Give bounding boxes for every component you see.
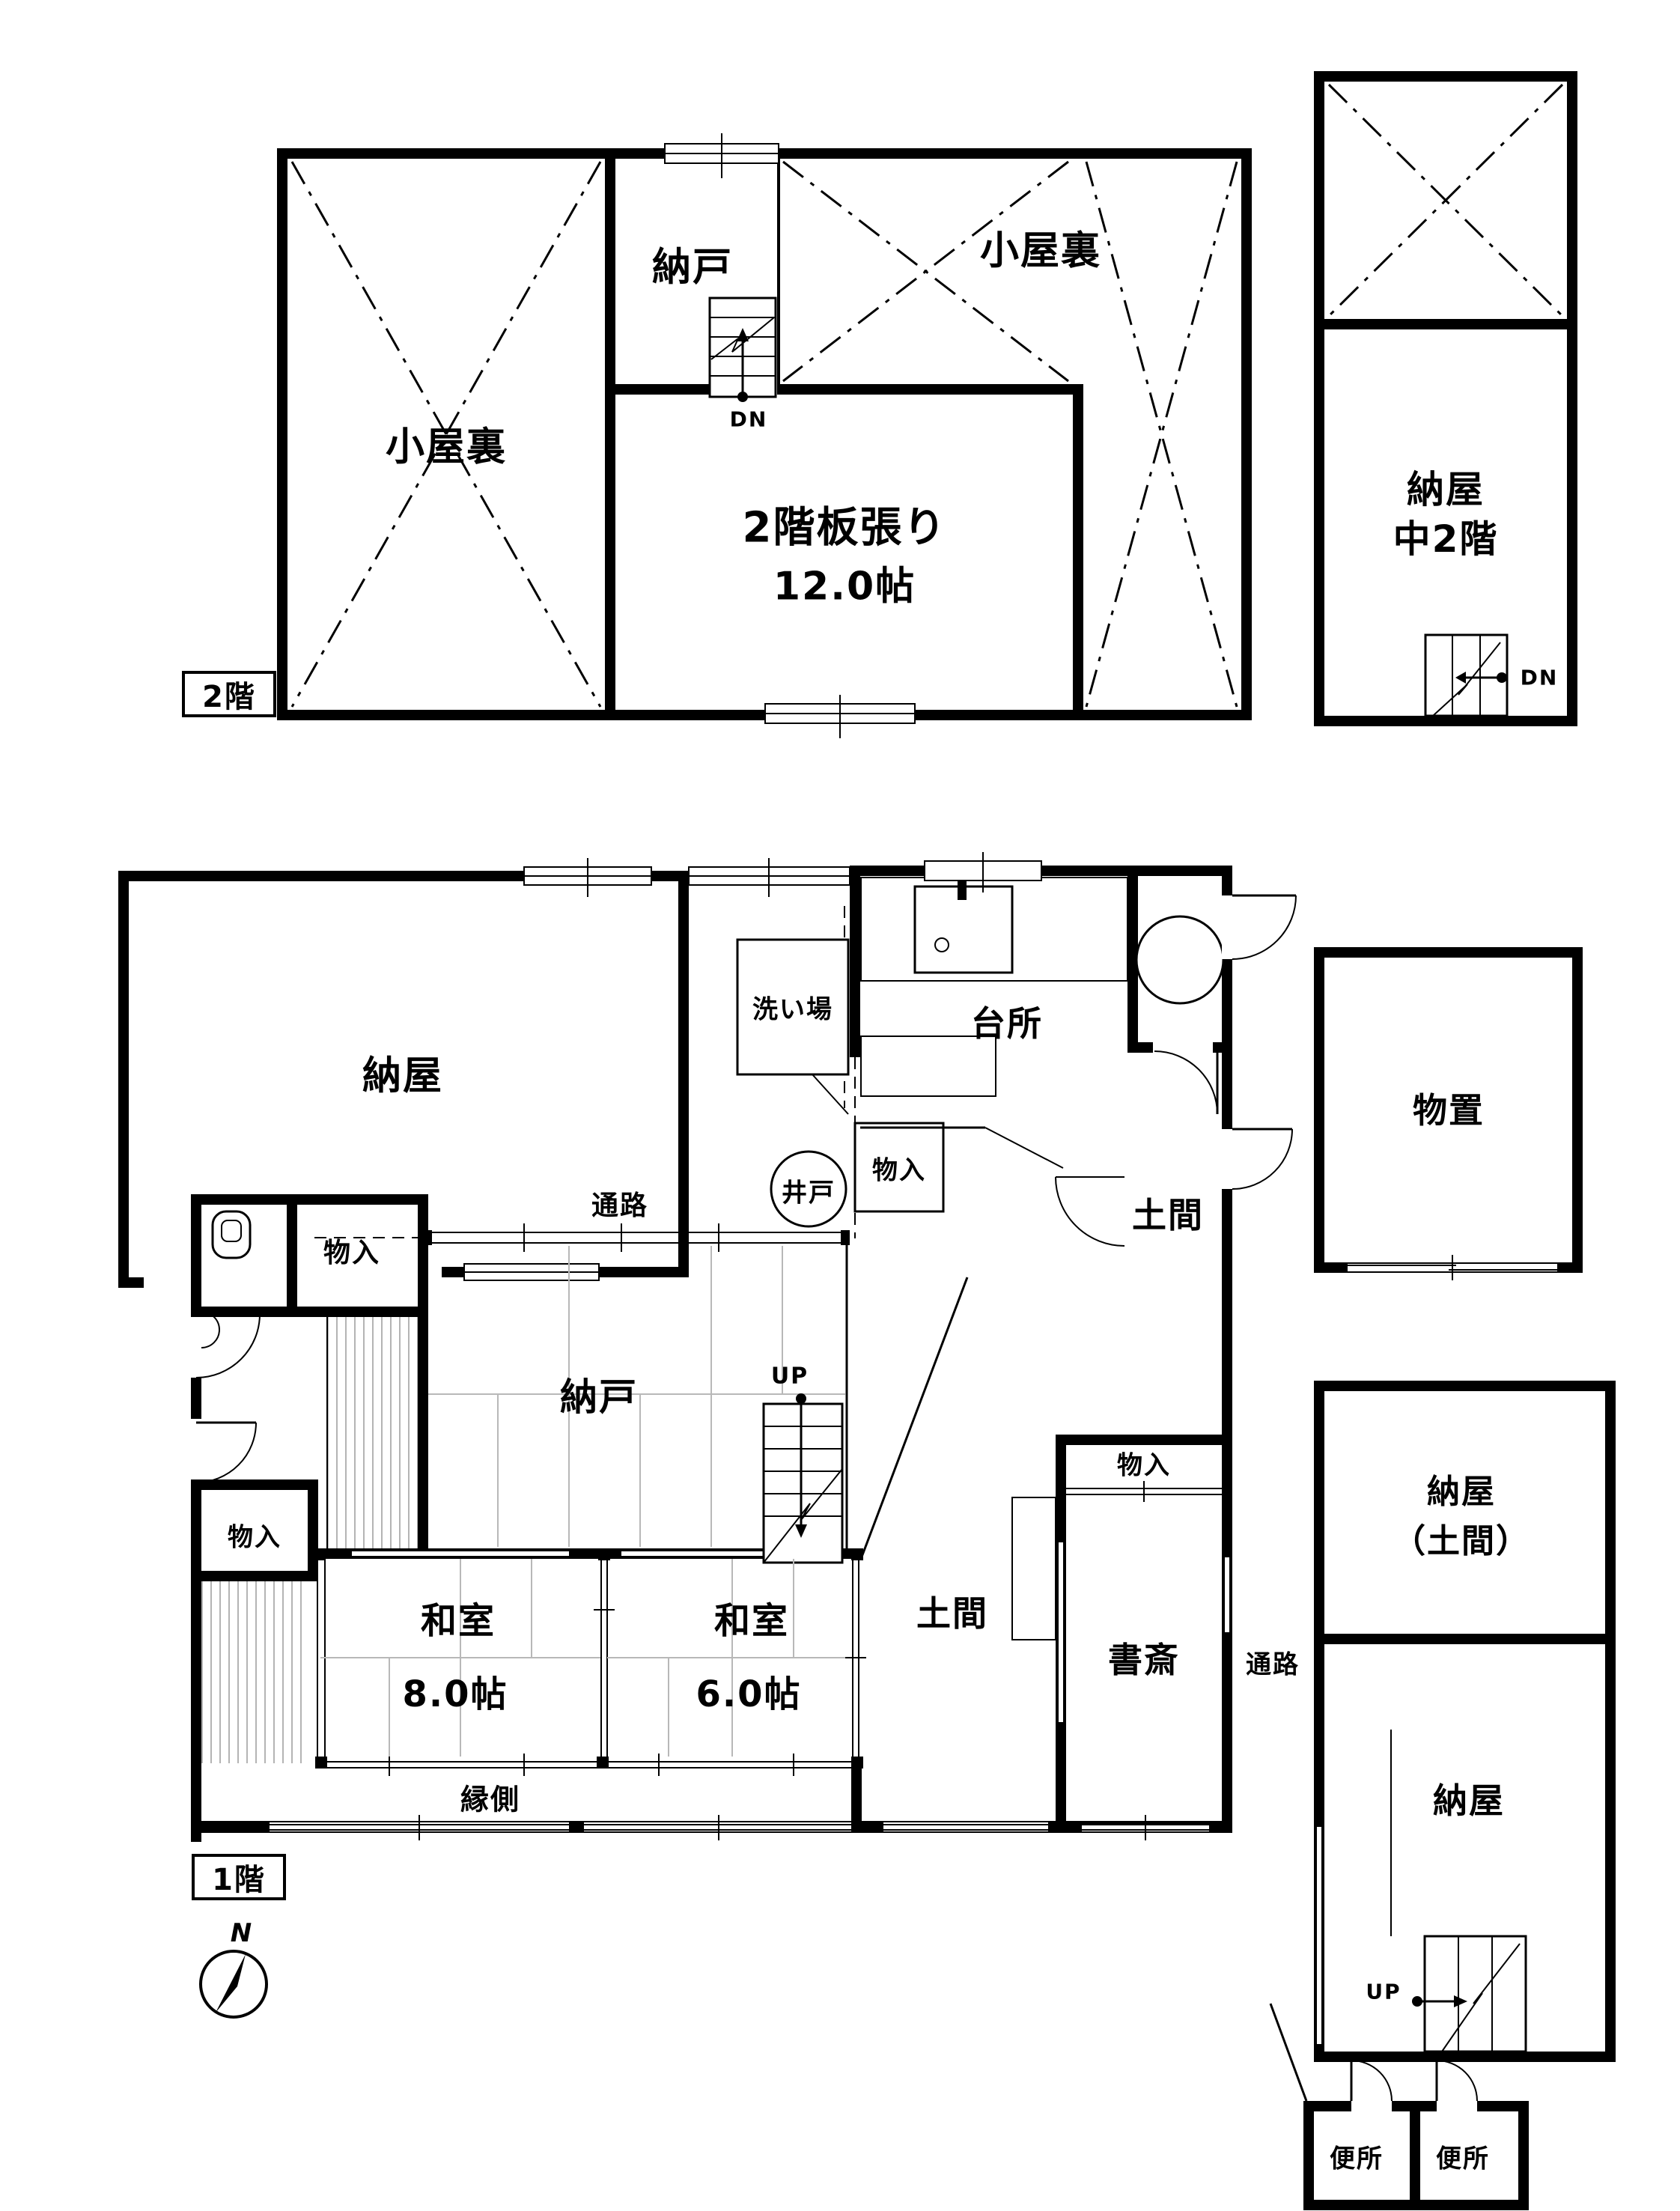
door-arc-east-upper [1222,894,1297,960]
label-barn-se: 納屋 [1433,1780,1505,1821]
door-arc-bath [1153,1042,1219,1115]
label-toilet-right: 便所 [1436,2144,1490,2174]
label-barn-annex-line1: 納屋 [1407,468,1485,511]
wall-diagonal-kitchen [984,1127,1064,1169]
barn-se-window-west [1315,1827,1323,2044]
kitchen-window-north [924,852,1042,892]
door-arc-toilet-left [1350,2060,1393,2102]
door-arc-kitchen-doma [1055,1176,1125,1247]
label-washitsu6-size: 6.0帖 [696,1673,802,1715]
label-passage-east: 通路 [1246,1649,1300,1680]
label-compass-north: N [230,1918,252,1948]
label-barn-annex-line2: 中2階 [1393,517,1499,561]
label-washitsu6: 和室 [713,1600,790,1642]
label-dn-2f: DN [729,407,768,432]
label-up-main: UP [770,1363,809,1390]
label-washitsu8-size: 8.0帖 [402,1673,508,1715]
wall-diagonal-toilet [1269,2003,1308,2102]
label-attic-left: 小屋裏 [385,425,508,470]
fusuma-study-closet [1066,1481,1222,1502]
label-attic-right: 小屋裏 [979,228,1102,274]
kitchen-sink-icon [860,866,1128,982]
label-kitchen: 台所 [971,1003,1043,1044]
bathtub-circle [1135,915,1225,1005]
stairs-up-barn-icon [1412,1935,1527,2053]
label-washitsu8: 和室 [420,1600,496,1642]
stairs-down-barn-icon [1424,633,1509,717]
closet-west-walls [191,1479,318,1581]
label-storage-shed: 物置 [1413,1090,1485,1131]
fusuma-study-west [1057,1542,1065,1722]
tatami-grid-washitsu6 [607,1559,851,1757]
fusuma-washitsu-divider [594,1548,615,1757]
label-storeroom-2f: 納戸 [651,245,734,291]
label-doma-lower: 土間 [916,1593,988,1634]
wall-diagonal-doma [859,1277,969,1560]
door-arc-toilet [195,1313,261,1378]
kitchen-table [860,1035,996,1097]
label-washing-area: 洗い場 [752,994,833,1025]
label-barn-doma-line2: （土間） [1393,1522,1530,1560]
floor1-tag-box [192,1854,286,1900]
fusuma-washitsu6-doma [845,1548,866,1757]
label-toilet-left: 便所 [1330,2144,1384,2174]
window-symbols-2f [664,133,916,738]
label-closet-by-kitchen: 物入 [872,1155,926,1186]
label-study: 書斎 [1108,1640,1180,1680]
label-veranda: 縁側 [460,1783,521,1816]
barn-doma-walls [1314,1381,1616,1644]
label-closet-by-study: 物入 [1117,1450,1171,1481]
well-circle [770,1150,847,1228]
label-barn-doma-line1: 納屋 [1427,1473,1496,1511]
label-barn-nw: 納屋 [362,1053,444,1099]
label-passage-north: 通路 [591,1190,649,1221]
handwash-basin-icon [201,1311,220,1348]
floorboard-strip-west [201,1581,308,1763]
label-boarded-room: 2階板張り [742,503,947,553]
label-closet-west: 物入 [228,1522,281,1553]
label-boarded-room-size: 12.0帖 [773,564,916,609]
wall-veranda-east [851,1757,862,1831]
veranda-windows [270,1815,1209,1840]
compass-icon [199,1950,268,2019]
attic-x-marks [290,160,1238,708]
floorboard-strip-north [327,1317,418,1548]
stairs-down-2f-icon [708,296,777,402]
door-arc-east-lower [1222,1128,1293,1190]
floor1-tag: 1階 [212,1863,266,1897]
floor2-tag-box [182,671,276,717]
veranda-north-line [315,1754,863,1776]
toilet-rooms-walls [1303,2101,1529,2210]
washing-area-symbols [688,858,850,1115]
closet-by-kitchen-box [853,1122,945,1213]
door-arc-toilet-right [1435,2060,1478,2102]
window-east-study [1223,1557,1231,1632]
study-alcove [1011,1497,1056,1640]
barn-annex-2f-walls [1314,71,1577,726]
label-doma-upper: 土間 [1132,1195,1204,1235]
stairs-up-main-icon [762,1393,844,1564]
barn-annex-x-mark [1327,83,1564,317]
floor2-main-walls [277,148,1252,720]
label-well: 井戸 [782,1178,836,1208]
door-arc-entry-west [195,1421,257,1483]
label-up-barn: UP [1366,1979,1401,2004]
north-window-band [314,1223,850,1252]
label-storeroom-1f: 納戸 [560,1375,638,1419]
barn-nw-windows [463,858,652,1281]
nando-floor-grid [428,1246,845,1547]
label-closet-nw: 物入 [323,1238,381,1268]
floor2-tag: 2階 [202,680,256,714]
storage-shed-door [1348,1255,1557,1280]
label-dn-barn: DN [1520,665,1559,690]
tatami-grid-washitsu8 [320,1559,601,1757]
toilet-icon [211,1210,252,1259]
